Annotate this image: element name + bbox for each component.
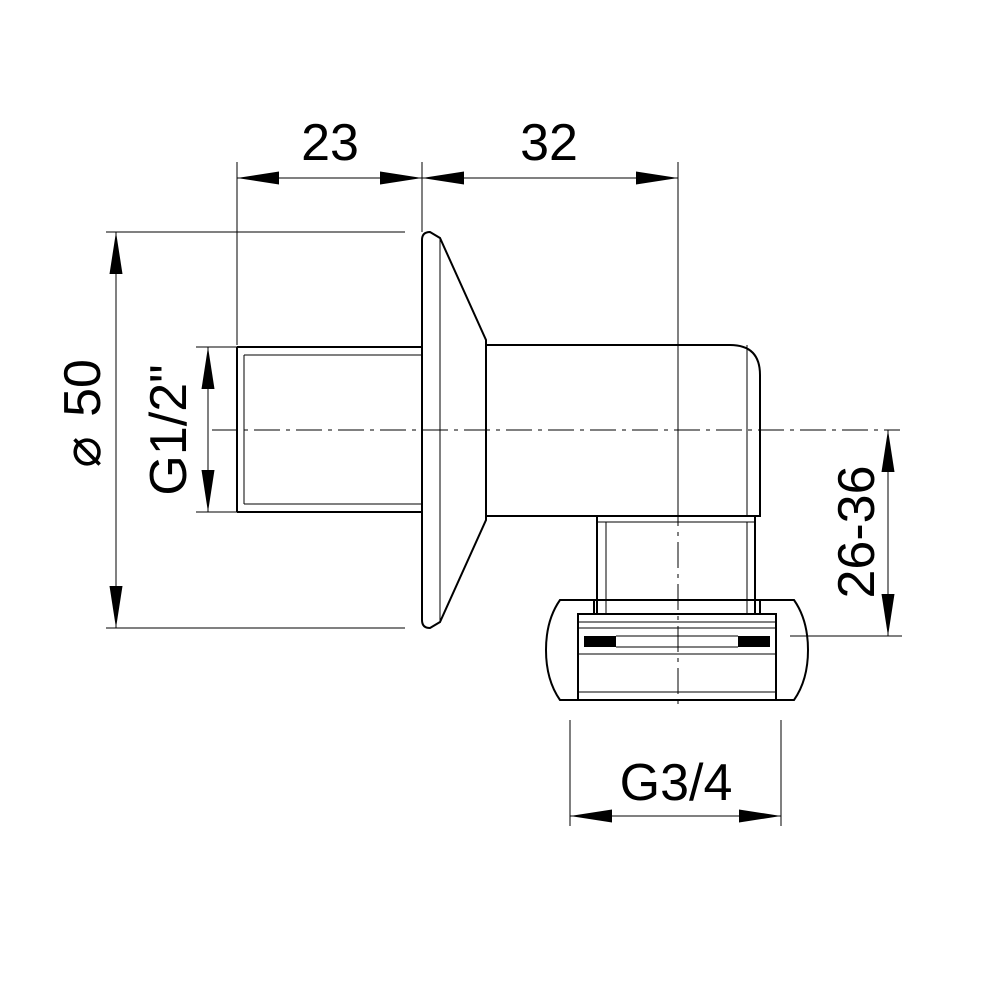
dim-body-length-label: 32: [520, 114, 578, 172]
elbow-body: [486, 344, 761, 517]
center-lines: [212, 429, 900, 710]
washer-left: [584, 636, 616, 647]
dim-line-outlet-thread: [570, 809, 781, 823]
dim-line-body-length-arrow-start: [422, 171, 464, 185]
dim-line-flange-diameter-arrow-end: [109, 586, 123, 628]
dim-line-outlet-offset-arrow-end: [881, 594, 895, 636]
dimension-lines: [109, 171, 895, 823]
extension-lines: [106, 162, 902, 826]
wall-flange: [421, 230, 487, 630]
dim-line-inlet-thread-arrow-end: [201, 470, 215, 512]
inlet-thread-stub: [236, 346, 422, 513]
dim-line-flange-diameter: [109, 232, 123, 628]
washer-right: [738, 636, 770, 647]
dim-line-outlet-offset-arrow-start: [881, 430, 895, 472]
dim-flange-diameter-label: 50: [54, 359, 112, 417]
dim-line-thread-length-arrow-end: [380, 171, 422, 185]
dim-line-outlet-thread-arrow-start: [570, 809, 612, 823]
dim-inlet-thread-label: G1/2": [140, 364, 198, 495]
dim-thread-length-label: 23: [301, 114, 359, 172]
outlet-neck: [596, 515, 756, 615]
dim-line-inlet-thread-arrow-start: [201, 347, 215, 389]
dim-line-flange-diameter-arrow-start: [109, 232, 123, 274]
union-nut: [544, 599, 810, 701]
dim-line-outlet-offset: [881, 430, 895, 636]
dim-outlet-thread-label: G3/4: [620, 754, 733, 812]
dim-line-thread-length: [237, 171, 422, 185]
diameter-symbol: ⌀: [54, 436, 112, 467]
dim-line-outlet-thread-arrow-end: [739, 809, 781, 823]
dim-flange-diameter-group: ⌀ 50: [54, 359, 112, 468]
dim-line-inlet-thread: [201, 347, 215, 512]
part-outline: [236, 230, 810, 701]
dim-line-body-length: [422, 171, 678, 185]
dim-outlet-offset-label: 26-36: [828, 466, 886, 599]
dim-line-body-length-arrow-end: [636, 171, 678, 185]
dim-line-thread-length-arrow-start: [237, 171, 279, 185]
